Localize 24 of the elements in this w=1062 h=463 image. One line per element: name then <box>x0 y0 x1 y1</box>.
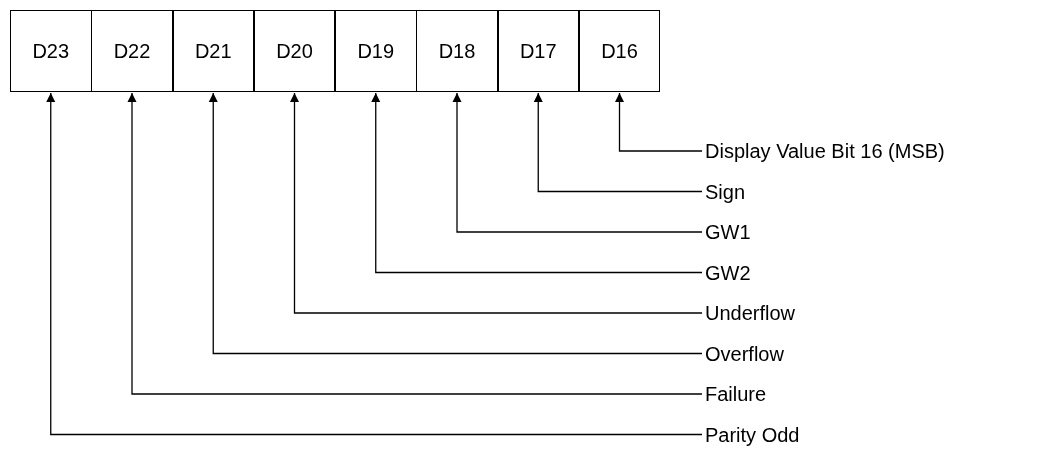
bit-cell: D20 <box>253 10 336 92</box>
bit-cell: D17 <box>497 10 579 92</box>
bit-description: Display Value Bit 16 (MSB) <box>705 138 945 164</box>
leader-arrow <box>371 92 703 274</box>
leader-arrow <box>46 92 703 436</box>
leader-arrow <box>290 92 703 314</box>
bit-cell: D16 <box>578 10 661 92</box>
leader-arrow <box>615 92 703 152</box>
leader-arrow <box>452 92 703 233</box>
bit-description: Overflow <box>705 340 784 367</box>
bit-cell: D21 <box>172 10 254 92</box>
bit-cell: D23 <box>10 10 92 92</box>
leader-arrow <box>208 92 703 355</box>
bit-cell: D19 <box>335 10 417 92</box>
bit-description: Failure <box>705 381 767 407</box>
leader-arrow <box>533 92 703 193</box>
bit-description: Underflow <box>705 300 796 326</box>
bit-description: Parity Odd <box>705 421 800 448</box>
bit-description: GW1 <box>705 219 751 245</box>
bit-description: GW2 <box>705 259 751 286</box>
bit-cell: D22 <box>91 10 173 92</box>
leader-arrow <box>127 92 703 395</box>
bit-description: Sign <box>705 178 746 205</box>
bit-cell: D18 <box>416 10 498 92</box>
